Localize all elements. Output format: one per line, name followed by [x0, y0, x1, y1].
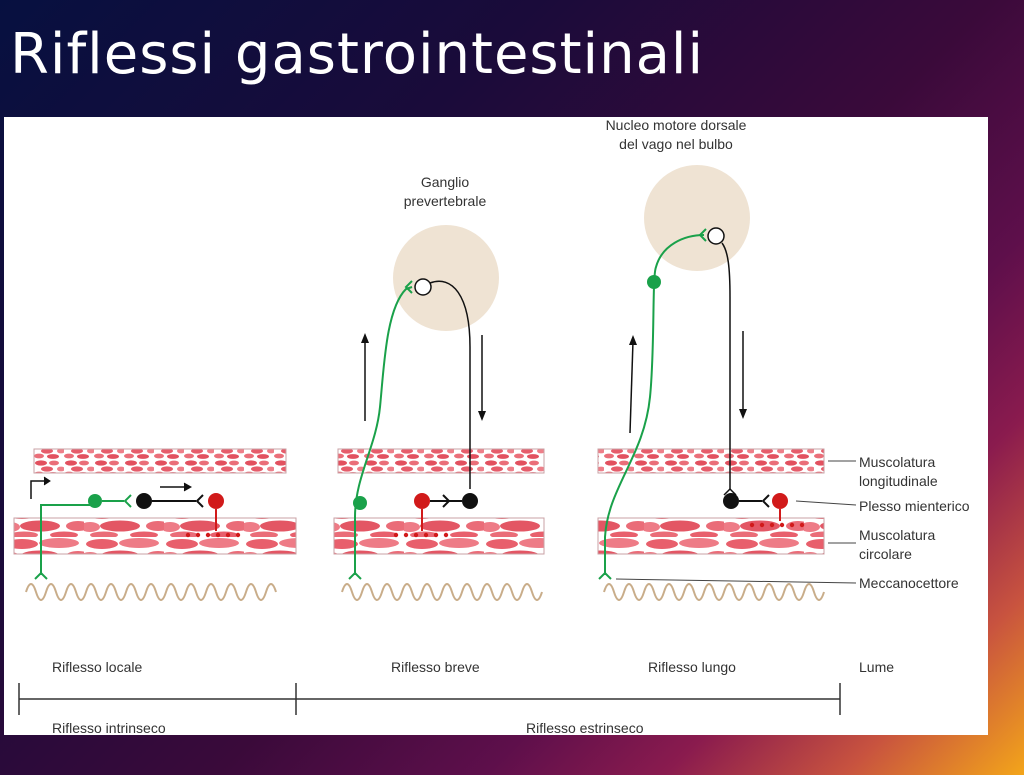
sensory-neuron-fiber — [354, 286, 413, 575]
motor-terminals — [393, 532, 449, 538]
vagal-efferent-fiber — [721, 242, 731, 489]
motor-terminals — [749, 522, 805, 528]
interneuron-body — [136, 493, 152, 509]
longitudinal-muscle-label-1: Muscolatura — [859, 454, 935, 470]
lumen-label: Lume — [859, 659, 894, 675]
longitudinal-muscle-layer — [597, 448, 825, 474]
efferent-fiber — [429, 280, 471, 489]
motor-neuron-body — [414, 493, 430, 509]
longitudinal-muscle-label-2: longitudinale — [859, 473, 938, 489]
slide-title: Riflessi gastrointestinali — [10, 22, 705, 87]
vagal-dorsal-motor-nucleus — [644, 165, 750, 271]
mucosa-villi — [603, 583, 825, 601]
panel-title-short: Riflesso breve — [391, 659, 480, 675]
synapse-icon — [404, 280, 413, 294]
circular-muscle-layer — [597, 517, 825, 555]
longitudinal-muscle-layer — [33, 448, 287, 474]
arrow-right-icon — [30, 480, 48, 499]
reflex-diagram: Nucleo motore dorsale del vago nel bulbo… — [13, 117, 970, 735]
mechanoreceptor-label: Meccanocettore — [859, 575, 959, 591]
extrinsic-reflex-label: Riflesso estrinseco — [526, 720, 644, 735]
mucosa-villi — [25, 583, 277, 601]
ganglion-label-line1: Ganglio — [421, 174, 469, 190]
circular-muscle-label-2: circolare — [859, 546, 912, 562]
myenteric-plexus-label: Plesso mienterico — [859, 498, 970, 514]
leader-lines — [615, 460, 857, 584]
circular-muscle-layer — [333, 517, 545, 555]
sensory-neuron-fiber — [40, 504, 93, 575]
synapse-icon — [761, 494, 770, 508]
circular-muscle-label-1: Muscolatura — [859, 527, 935, 543]
panel-long-reflex — [597, 165, 825, 601]
arrow-up-icon — [629, 340, 634, 434]
prevertebral-ganglion — [393, 225, 499, 331]
motor-neuron-body — [772, 493, 788, 509]
panel-local-reflex — [13, 448, 297, 601]
ganglion-label-line2: prevertebrale — [404, 193, 487, 209]
sensory-neuron-body — [647, 275, 661, 289]
nucleus-neuron-body — [707, 227, 725, 245]
intrinsic-reflex-label: Riflesso intrinseco — [52, 720, 166, 735]
interneuron-body — [723, 493, 739, 509]
diagram-panel: Nucleo motore dorsale del vago nel bulbo… — [4, 117, 988, 735]
motor-neuron-body — [208, 493, 224, 509]
sensory-neuron-body — [88, 494, 102, 508]
interneuron-body — [462, 493, 478, 509]
ganglion-neuron-body — [414, 278, 432, 296]
sensory-neuron-fiber — [604, 234, 705, 575]
longitudinal-muscle-layer — [337, 448, 545, 474]
panel-title-local: Riflesso locale — [52, 659, 142, 675]
grouping-bracket — [18, 683, 841, 715]
nucleus-label-line1: Nucleo motore dorsale — [606, 117, 747, 133]
circular-muscle-layer — [13, 517, 297, 555]
synapse-icon — [123, 494, 132, 508]
nucleus-label-line2: del vago nel bulbo — [619, 136, 733, 152]
synapse-icon — [195, 494, 204, 508]
mechanoreceptor-ending — [34, 571, 48, 580]
mechanoreceptor-ending — [348, 571, 362, 580]
synapse-icon — [698, 228, 707, 242]
mucosa-villi — [341, 583, 543, 601]
motor-terminals — [185, 532, 241, 538]
sensory-neuron-body — [353, 496, 367, 510]
panel-short-reflex — [333, 225, 545, 601]
mechanoreceptor-ending — [598, 571, 612, 580]
synapse-icon — [442, 494, 451, 508]
panel-title-long: Riflesso lungo — [648, 659, 736, 675]
